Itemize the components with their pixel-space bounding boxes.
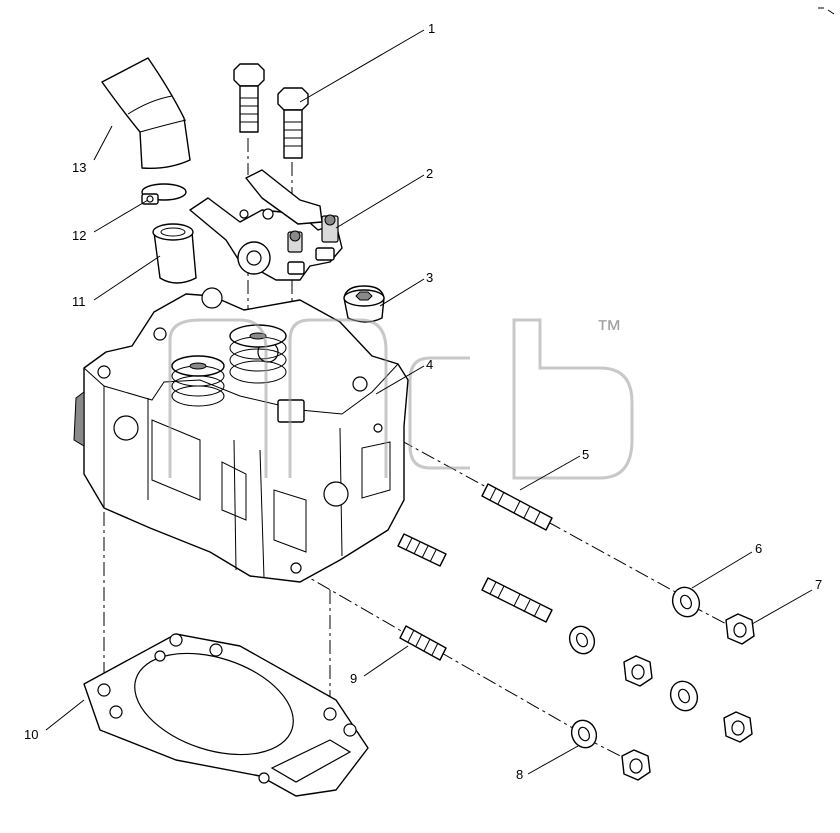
plug-part — [343, 285, 385, 323]
callout-labels: 1 2 3 4 5 6 7 8 9 10 11 12 13 — [24, 21, 822, 782]
callout-4: 4 — [426, 357, 433, 372]
callout-2: 2 — [426, 166, 433, 181]
nuts-part — [621, 613, 755, 781]
rocker-arm-assembly-part — [189, 169, 343, 281]
callout-3: 3 — [426, 270, 433, 285]
callout-9: 9 — [350, 671, 357, 686]
washers-part — [568, 586, 701, 749]
hose-clamp-part — [141, 183, 187, 205]
stud-part — [399, 625, 447, 661]
callout-7: 7 — [815, 577, 822, 592]
sleeve-part — [152, 223, 197, 284]
callout-10: 10 — [24, 727, 38, 742]
head-gasket-part — [83, 633, 369, 797]
stud-bolts-part — [397, 483, 553, 623]
callout-6: 6 — [755, 541, 762, 556]
callout-12: 12 — [72, 228, 86, 243]
leader-lines — [45, 29, 813, 775]
callout-8: 8 — [516, 767, 523, 782]
hose-part — [101, 57, 191, 170]
watermark-logo: ™ — [168, 314, 634, 480]
cylinder-head-part — [73, 287, 409, 583]
corner-mark — [818, 7, 835, 15]
trademark-symbol: ™ — [596, 314, 622, 344]
callout-13: 13 — [72, 160, 86, 175]
callout-11: 11 — [72, 294, 86, 309]
callout-5: 5 — [582, 447, 589, 462]
bolts-part — [233, 63, 309, 159]
callout-1: 1 — [428, 21, 435, 36]
